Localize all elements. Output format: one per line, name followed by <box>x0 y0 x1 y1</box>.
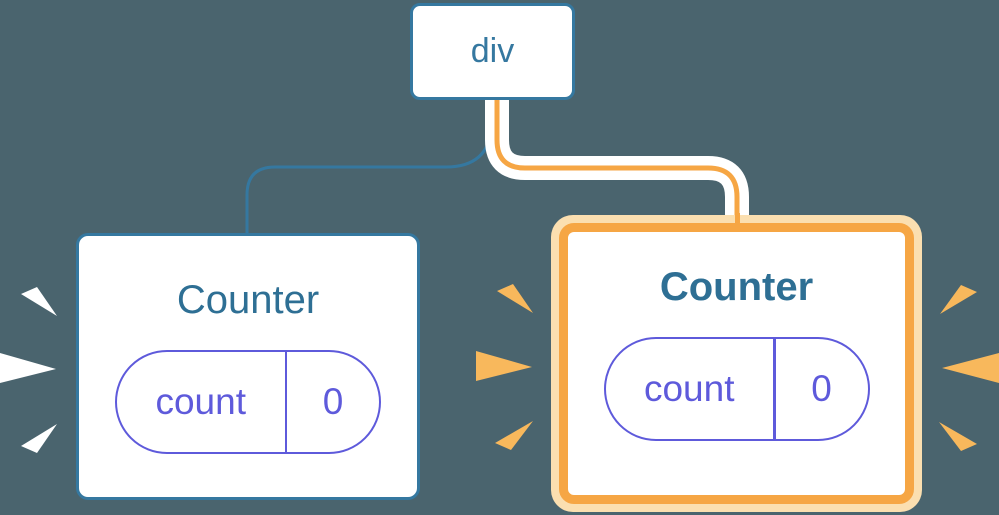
burst-left-counter-icon <box>0 287 57 453</box>
state-value-label: 0 <box>322 381 344 422</box>
counter-card-right: Counter count 0 <box>559 223 914 504</box>
counter-card-left: Counter count 0 <box>76 233 420 500</box>
edge-root-to-left-counter <box>245 100 494 236</box>
pill-divider <box>773 339 776 439</box>
counter-title: Counter <box>176 278 320 322</box>
state-pill: count 0 <box>115 350 381 454</box>
root-node-label: div <box>470 32 515 70</box>
edge-root-to-right-counter-casing <box>485 99 749 215</box>
connector-notch <box>735 213 740 229</box>
tree-node-div: div <box>410 3 575 100</box>
state-pill: count 0 <box>603 337 870 441</box>
counter-title: Counter <box>659 265 814 309</box>
state-value-label: 0 <box>811 368 832 409</box>
counter-card-right-halo: Counter count 0 <box>551 215 922 512</box>
state-key-label: count <box>643 368 735 409</box>
burst-right-counter-left-icon <box>476 284 533 450</box>
pill-divider <box>284 352 287 452</box>
burst-right-counter-right-icon <box>939 285 999 451</box>
state-key-label: count <box>155 381 246 422</box>
edge-root-to-right-counter <box>494 99 740 230</box>
